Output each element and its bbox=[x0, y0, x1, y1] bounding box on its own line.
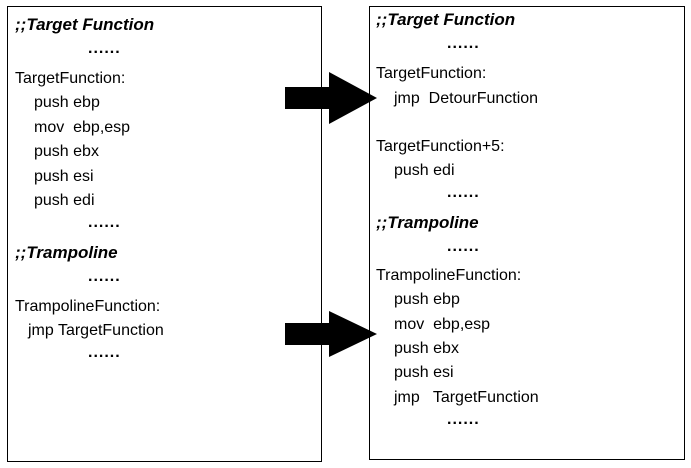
code-line: jmp TargetFunction bbox=[28, 322, 164, 339]
target-function-label: TargetFunction: bbox=[376, 65, 487, 82]
code-line: push ebx bbox=[394, 340, 459, 357]
trampoline-function-label: TrampolineFunction: bbox=[15, 298, 161, 315]
trampoline-function-label: TrampolineFunction: bbox=[376, 267, 522, 284]
patched-code-panel: ;;Target Function ...... TargetFunction:… bbox=[369, 6, 685, 460]
code-line: push ebp bbox=[394, 291, 460, 308]
original-code-panel: ;;Target Function ...... TargetFunction:… bbox=[7, 6, 322, 462]
ellipsis: ...... bbox=[447, 411, 480, 428]
code-line: mov ebp,esp bbox=[394, 316, 491, 333]
code-line: push edi bbox=[394, 162, 455, 179]
code-line: push ebx bbox=[34, 143, 99, 160]
ellipsis: ...... bbox=[447, 35, 480, 52]
trampoline-header: ;;Trampoline bbox=[376, 213, 479, 232]
target-function-header: ;;Target Function bbox=[376, 10, 516, 29]
target-function-header: ;;Target Function bbox=[15, 15, 155, 34]
target-function-plus5-label: TargetFunction+5: bbox=[376, 138, 505, 155]
ellipsis: ...... bbox=[447, 238, 480, 255]
code-line: mov ebp,esp bbox=[34, 119, 131, 136]
ellipsis: ...... bbox=[447, 184, 480, 201]
target-function-label: TargetFunction: bbox=[15, 70, 126, 87]
hook-arrow-icon bbox=[285, 72, 377, 124]
code-line: push esi bbox=[394, 364, 454, 381]
ellipsis: ...... bbox=[88, 344, 121, 361]
code-line: jmp DetourFunction bbox=[394, 90, 539, 107]
code-line: jmp TargetFunction bbox=[394, 389, 539, 406]
ellipsis: ...... bbox=[88, 268, 121, 285]
code-line: push edi bbox=[34, 192, 95, 209]
ellipsis: ...... bbox=[88, 40, 121, 57]
code-line: push esi bbox=[34, 168, 94, 185]
ellipsis: ...... bbox=[88, 214, 121, 231]
trampoline-arrow-icon bbox=[285, 311, 377, 357]
trampoline-header: ;;Trampoline bbox=[15, 243, 118, 262]
code-line: push ebp bbox=[34, 94, 100, 111]
